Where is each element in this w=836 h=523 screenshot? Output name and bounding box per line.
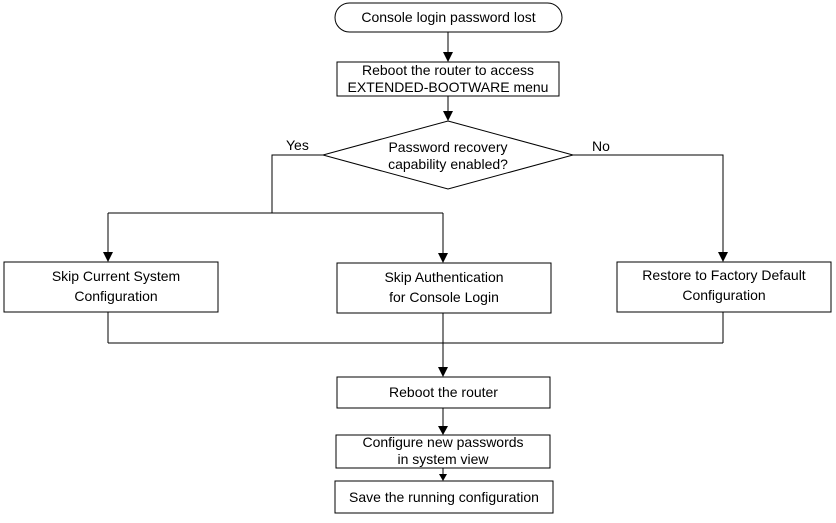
decision-shape [321, 120, 575, 190]
skip-config-line1: Skip Current System [52, 268, 180, 284]
configure-passwords-shape [335, 434, 551, 469]
skip-config-line2: Configuration [74, 288, 157, 304]
reboot-access-line2: EXTENDED-BOOTWARE menu [348, 79, 549, 95]
start-terminator: Console login password lost [334, 2, 563, 33]
configure-passwords-box: Configure new passwords in system view [335, 434, 551, 469]
decision-line2: capability enabled? [388, 156, 508, 172]
reboot-access-line1: Reboot the router to access [362, 62, 534, 78]
arrowhead [438, 367, 448, 377]
save-config-shape [334, 480, 554, 514]
no-branch-line [573, 154, 724, 253]
configure-passwords-line1: Configure new passwords [362, 434, 523, 450]
reboot-access-box: Reboot the router to access EXTENDED-BOO… [336, 61, 560, 97]
arrowhead [438, 253, 448, 263]
arrowhead [718, 252, 728, 262]
arrowhead [443, 111, 453, 121]
arrowhead [443, 52, 453, 62]
yes-branch-line [271, 154, 323, 213]
skip-auth-line1: Skip Authentication [384, 269, 503, 285]
decision-diamond: Password recovery capability enabled? [321, 120, 575, 190]
arrowhead [438, 426, 448, 435]
yes-label: Yes [286, 137, 309, 153]
skip-auth-line2: for Console Login [389, 289, 499, 305]
save-config-box: Save the running configuration [334, 480, 554, 514]
skip-config-box: Skip Current System Configuration [3, 261, 219, 313]
save-config-label: Save the running configuration [349, 489, 539, 505]
reboot-access-shape [336, 61, 560, 97]
configure-passwords-line2: in system view [397, 451, 489, 467]
reboot-label: Reboot the router [389, 384, 498, 400]
start-label: Console login password lost [361, 9, 535, 25]
restore-default-box: Restore to Factory Default Configuration [616, 261, 832, 313]
skip-config-shape [3, 261, 219, 313]
reboot-box: Reboot the router [336, 376, 551, 409]
restore-default-line2: Configuration [682, 287, 765, 303]
restore-default-shape [616, 261, 832, 313]
arrowhead [103, 252, 113, 262]
restore-default-line1: Restore to Factory Default [642, 267, 806, 283]
decision-line1: Password recovery [388, 139, 507, 155]
skip-auth-shape [336, 262, 552, 314]
skip-auth-box: Skip Authentication for Console Login [336, 262, 552, 314]
no-label: No [592, 138, 610, 154]
arrowhead [439, 474, 447, 481]
